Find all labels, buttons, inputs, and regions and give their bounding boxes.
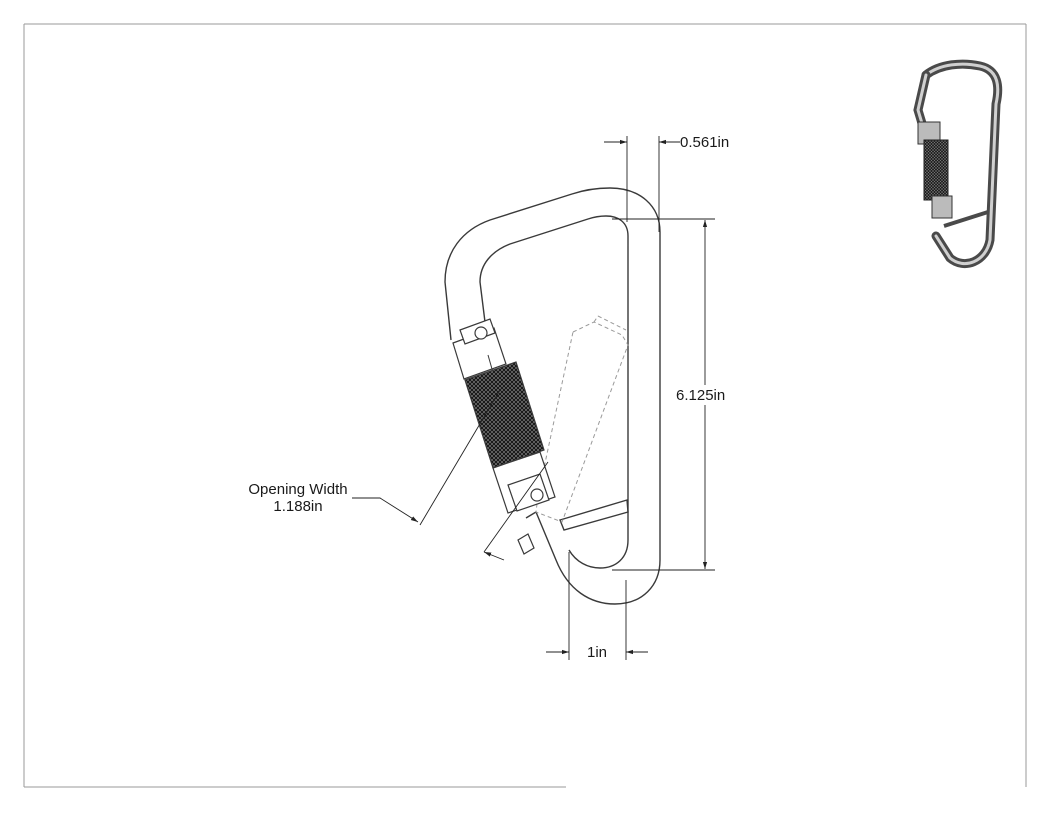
carabiner-outer-body (444, 187, 661, 605)
base-width-label: 1in (587, 644, 608, 661)
bottom-rivet (530, 488, 544, 502)
carabiner-inner-body (479, 215, 629, 569)
gate-sleeve (452, 318, 556, 555)
top-rivet (474, 326, 488, 340)
overall-length-label: 6.125in (676, 387, 726, 404)
nose-bar (559, 499, 629, 531)
carabiner-thumbnail (913, 59, 1003, 269)
opening-width-label: Opening Width 1.188in (238, 481, 358, 515)
gate-offset-label: 0.561in (680, 134, 730, 151)
opening-width-title: Opening Width (248, 481, 348, 498)
dim-gate-offset (604, 136, 680, 232)
dim-opening-width (352, 389, 549, 561)
opening-width-value: 1.188in (273, 498, 323, 515)
knurled-sleeve (464, 361, 545, 469)
dim-overall-length (612, 218, 715, 571)
sheet-border (23, 23, 1027, 788)
carabiner-outline (444, 187, 661, 605)
dim-base-width (546, 552, 648, 660)
